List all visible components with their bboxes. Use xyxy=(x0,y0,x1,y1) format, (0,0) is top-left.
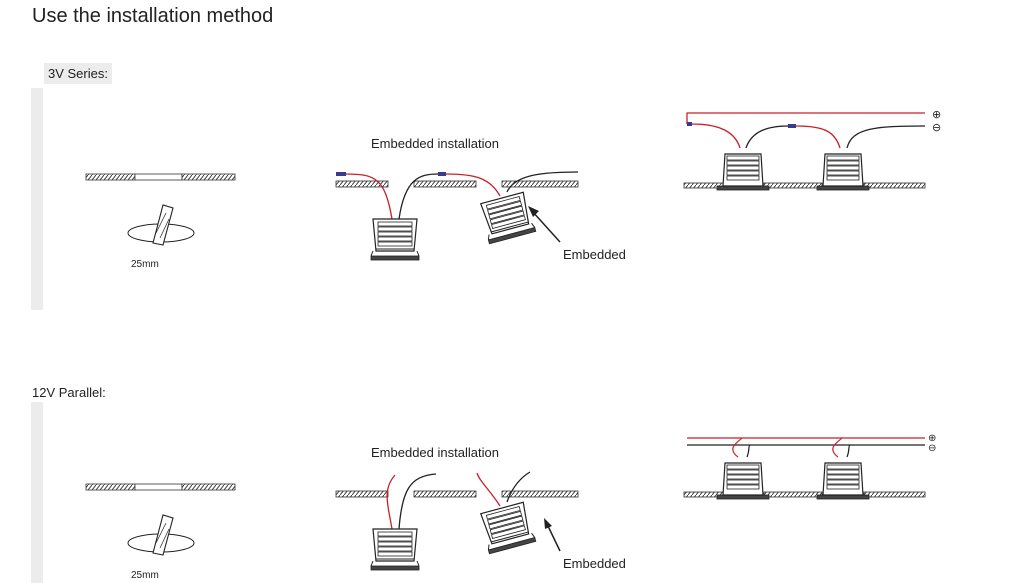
section-2-label-text: 12V Parallel: xyxy=(32,385,106,400)
page-title: Use the installation method xyxy=(32,5,274,27)
section-1-install-label: Embedded installation xyxy=(371,136,499,151)
section-1-embedded-panel: Embedded installation Embedded xyxy=(335,136,626,262)
section-2-hole-size: 25mm xyxy=(131,570,159,581)
section-2-drill-panel: 25mm xyxy=(85,483,236,581)
section-1-wiring-panel: ⊕ ⊖ xyxy=(683,109,941,191)
section-2-plus-terminal: ⊕ xyxy=(928,433,936,444)
section-1-label: 3V Series: xyxy=(44,63,112,84)
section-2-label: 12V Parallel: xyxy=(32,385,106,400)
section-2-pointer-label: Embedded xyxy=(563,556,626,571)
section-1-drill-panel: 25mm xyxy=(85,173,236,270)
section-2-sidebar xyxy=(31,402,43,583)
section-1-hole-size: 25mm xyxy=(131,259,159,270)
section-1-plus-terminal: ⊕ xyxy=(932,109,941,121)
section-2-embedded-panel: Embedded installation Embedded xyxy=(335,445,626,571)
section-2-install-label: Embedded installation xyxy=(371,445,499,460)
section-2-wiring-panel: ⊕ ⊖ xyxy=(683,433,936,500)
section-1-pointer-label: Embedded xyxy=(563,247,626,262)
section-2-minus-terminal: ⊖ xyxy=(928,443,936,454)
section-1-minus-terminal: ⊖ xyxy=(932,122,941,134)
section-1-label-text: 3V Series: xyxy=(44,63,112,84)
section-1-sidebar xyxy=(31,88,43,310)
